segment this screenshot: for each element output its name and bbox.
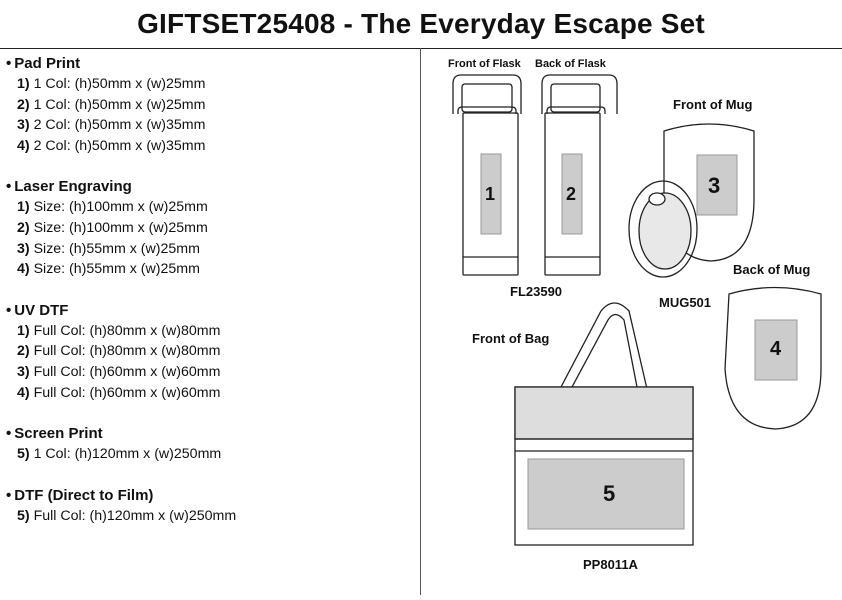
item-number: 1) (17, 322, 30, 339)
item-text: Full Col: (h)60mm x (w)60mm (33, 363, 221, 380)
item-text: 2 Col: (h)50mm x (w)35mm (33, 117, 206, 134)
front-of-flask-label: Front of Flask (448, 58, 521, 70)
flask-front-drawing (452, 74, 522, 276)
print-area-5 (527, 458, 685, 530)
item-number: 5) (17, 507, 30, 524)
list-item: 2) 1 Col: (h)50mm x (w)25mm (6, 95, 416, 116)
print-area-1 (480, 153, 502, 235)
item-number: 2) (17, 96, 30, 113)
item-text: Size: (h)55mm x (w)25mm (33, 261, 200, 278)
item-number: 3) (17, 117, 30, 134)
mug-product-code: MUG501 (659, 295, 712, 310)
item-text: 1 Col: (h)120mm x (w)250mm (33, 446, 222, 463)
product-illustrations (452, 74, 822, 546)
list-item: 4) Size: (h)55mm x (w)25mm (6, 259, 416, 280)
section-title: • DTF (Direct to Film) (6, 486, 154, 504)
bag-drawing (514, 302, 694, 546)
list-item: 5) Full Col: (h)120mm x (w)250mm (6, 506, 416, 527)
section-title: • Laser Engraving (6, 178, 132, 196)
print-area-3 (696, 154, 738, 216)
item-text: Full Col: (h)120mm x (w)250mm (33, 507, 237, 524)
item-number: 3) (17, 240, 30, 257)
bag-product-code: PP8011A (583, 557, 638, 572)
column-divider (420, 48, 421, 595)
list-item: 5) 1 Col: (h)120mm x (w)250mm (6, 444, 416, 465)
section-title: • Screen Print (6, 425, 103, 443)
flask-back-drawing (541, 74, 618, 276)
item-text: 1 Col: (h)50mm x (w)25mm (33, 76, 206, 92)
list-item: 2) Size: (h)100mm x (w)25mm (6, 218, 416, 239)
area-number-1: 1 (485, 184, 496, 204)
area-number-4: 4 (770, 338, 782, 360)
item-number: 5) (17, 446, 30, 463)
page-title: GIFTSET25408 - The Everyday Escape Set (137, 8, 705, 39)
item-number: 4) (17, 137, 30, 154)
item-text: Full Col: (h)80mm x (w)80mm (33, 322, 221, 339)
area-number-2: 2 (566, 184, 577, 204)
print-area-4 (754, 319, 798, 381)
flask-product-code: FL23590 (510, 284, 563, 299)
front-of-bag-label: Front of Bag (472, 331, 550, 346)
list-item: 4) 2 Col: (h)50mm x (w)35mm (6, 136, 416, 157)
list-item: 1) Full Col: (h)80mm x (w)80mm (6, 321, 416, 342)
mug-front-drawing (628, 123, 755, 278)
item-text: Full Col: (h)60mm x (w)60mm (33, 384, 221, 401)
list-item: 1) 1 Col: (h)50mm x (w)25mm (6, 74, 416, 95)
mug-back-drawing (724, 286, 822, 430)
item-text: Size: (h)100mm x (w)25mm (33, 199, 208, 216)
area-number-5: 5 (603, 481, 616, 506)
list-item: 3) Full Col: (h)60mm x (w)60mm (6, 362, 416, 383)
print-area-2 (561, 153, 583, 235)
item-text: Size: (h)55mm x (w)25mm (33, 240, 200, 257)
item-text: 2 Col: (h)50mm x (w)35mm (33, 137, 206, 154)
list-item: 1) Size: (h)100mm x (w)25mm (6, 197, 416, 218)
item-text: Full Col: (h)80mm x (w)80mm (33, 343, 221, 360)
area-number-3: 3 (708, 173, 721, 198)
item-number: 1) (17, 199, 30, 216)
list-item: 2) Full Col: (h)80mm x (w)80mm (6, 341, 416, 362)
section-4: • DTF (Direct to Film) 5) Full Col: (h)12… (6, 486, 416, 527)
item-number: 4) (17, 261, 30, 278)
item-number: 4) (17, 384, 30, 401)
item-number: 2) (17, 219, 30, 236)
item-text: Size: (h)100mm x (w)25mm (33, 219, 208, 236)
item-number: 1) (17, 76, 30, 92)
front-of-mug-label: Front of Mug (673, 97, 753, 112)
header-divider (0, 48, 842, 49)
item-number: 3) (17, 363, 30, 380)
item-text: 1 Col: (h)50mm x (w)25mm (33, 96, 206, 113)
list-item: 3) Size: (h)55mm x (w)25mm (6, 239, 416, 260)
section-title: • Pad Print (6, 55, 81, 72)
item-number: 2) (17, 343, 30, 360)
back-of-flask-label: Back of Flask (535, 58, 606, 70)
section-title: • UV DTF (6, 301, 69, 319)
product-diagram: Front of Flask Back of Flask Front of Mu… (421, 49, 842, 595)
list-item: 4) Full Col: (h)60mm x (w)60mm (6, 383, 416, 404)
list-item: 3) 2 Col: (h)50mm x (w)35mm (6, 115, 416, 136)
back-of-mug-label: Back of Mug (733, 262, 811, 277)
